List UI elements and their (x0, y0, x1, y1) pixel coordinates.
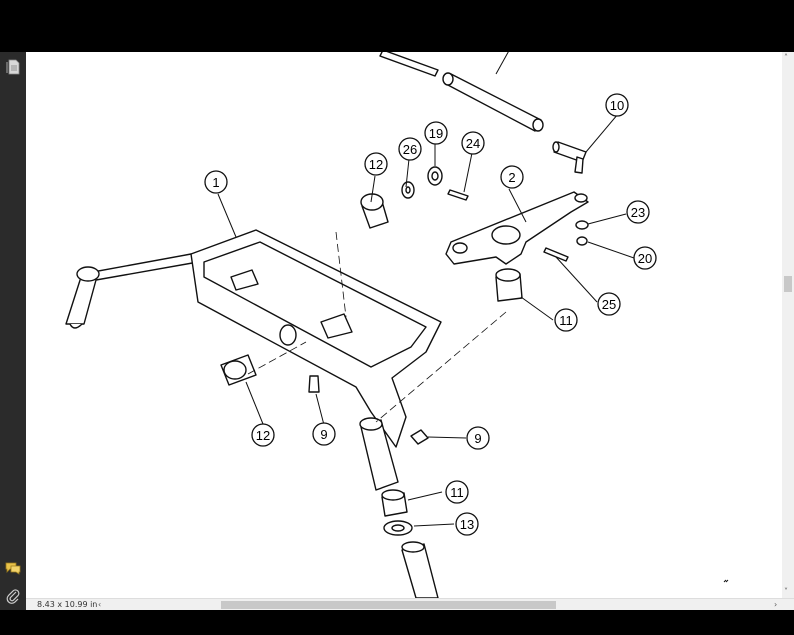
svg-text:23: 23 (631, 205, 645, 220)
attachments-icon[interactable] (4, 587, 22, 605)
svg-text:11: 11 (450, 485, 464, 500)
page-size-label: 8.43 x 10.99 in (37, 600, 98, 609)
scroll-right-arrow[interactable]: › (774, 600, 778, 609)
callout-12-upper: 12 (364, 152, 388, 176)
callout-12-lower: 12 (251, 423, 275, 447)
svg-text:20: 20 (638, 251, 652, 266)
vertical-scrollbar[interactable]: ˄ ˅ (782, 52, 794, 598)
callout-9-right: 9 (466, 426, 490, 450)
page-mark (723, 579, 729, 583)
svg-text:12: 12 (369, 157, 383, 172)
callout-25: 25 (597, 292, 621, 316)
callout-11-upper: 11 (554, 308, 578, 332)
svg-text:19: 19 (429, 126, 443, 141)
document-page: 1 2 9 9 10 11 11 11 12 12 13 19 20 23 24… (26, 52, 782, 598)
bottom-black-bar (0, 610, 794, 635)
callout-9-left: 9 (312, 422, 336, 446)
callout-13: 13 (455, 512, 479, 536)
callout-24: 24 (461, 131, 485, 155)
svg-text:13: 13 (460, 517, 474, 532)
callout-1: 1 (204, 170, 228, 194)
callout-11-lower: 11 (445, 480, 469, 504)
svg-text:12: 12 (256, 428, 270, 443)
svg-text:25: 25 (602, 297, 616, 312)
status-bar: 8.43 x 10.99 in ‹ › (26, 598, 794, 611)
top-black-bar (0, 0, 794, 52)
callout-19: 19 (424, 121, 448, 145)
svg-text:9: 9 (474, 431, 481, 446)
horizontal-scroll-thumb[interactable] (221, 601, 556, 609)
scroll-up-arrow[interactable]: ˄ (784, 53, 788, 62)
comments-icon[interactable] (4, 559, 22, 577)
callout-2: 2 (500, 165, 524, 189)
svg-text:9: 9 (320, 427, 327, 442)
svg-text:2: 2 (508, 170, 515, 185)
svg-text:10: 10 (610, 98, 624, 113)
page-thumbnails-icon[interactable] (4, 58, 22, 76)
scroll-down-arrow[interactable]: ˅ (784, 587, 788, 596)
svg-text:1: 1 (212, 175, 219, 190)
svg-text:11: 11 (559, 313, 573, 328)
callout-bubbles: 1 2 9 9 10 11 11 11 12 12 13 19 20 23 24… (204, 93, 657, 536)
exploded-parts-diagram: 1 2 9 9 10 11 11 11 12 12 13 19 20 23 24… (65, 52, 729, 598)
vertical-scroll-thumb[interactable] (784, 276, 792, 292)
callout-26: 26 (398, 137, 422, 161)
svg-text:26: 26 (403, 142, 417, 157)
callout-20: 20 (633, 246, 657, 270)
scroll-left-arrow[interactable]: ‹ (98, 600, 102, 609)
navigation-sidebar (0, 52, 26, 610)
callout-23: 23 (626, 200, 650, 224)
svg-text:24: 24 (466, 136, 480, 151)
callout-10: 10 (605, 93, 629, 117)
